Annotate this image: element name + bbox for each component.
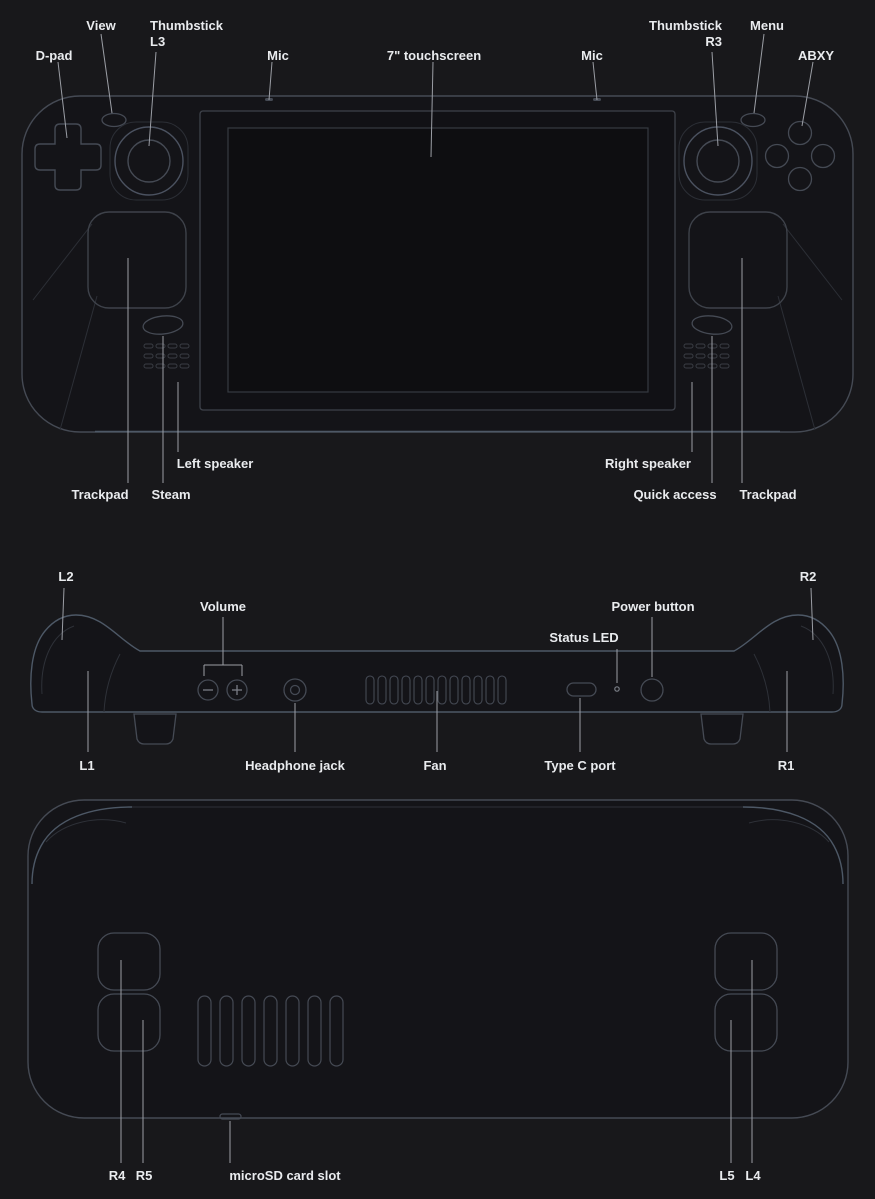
back-vent-slots xyxy=(197,995,344,1067)
power-button-shape xyxy=(640,678,664,702)
label-view: View xyxy=(86,18,116,33)
label-status-led: Status LED xyxy=(549,630,619,645)
trackpad-right-shape xyxy=(688,211,788,309)
label-r2: R2 xyxy=(799,569,817,584)
back-button-r4-shape xyxy=(97,932,161,991)
label-dpad: D-pad xyxy=(35,48,73,63)
label-thumbstick-l3-line1: Thumbstick xyxy=(150,18,223,33)
back-button-l5-shape xyxy=(714,993,778,1052)
back-device-body xyxy=(27,799,849,1119)
top-device-body xyxy=(30,614,844,713)
label-l1: L1 xyxy=(79,758,95,773)
label-r5: R5 xyxy=(135,1168,153,1183)
label-trackpad-right: Trackpad xyxy=(739,487,797,502)
label-right-speaker: Right speaker xyxy=(605,456,691,471)
label-power-button: Power button xyxy=(611,599,695,614)
label-thumbstick-l3-line2: L3 xyxy=(150,34,166,49)
label-menu: Menu xyxy=(750,18,784,33)
abxy-buttons-shape xyxy=(764,120,836,192)
label-l2: L2 xyxy=(58,569,74,584)
menu-button-shape xyxy=(740,112,766,128)
left-speaker-grille xyxy=(143,343,190,369)
label-left-speaker: Left speaker xyxy=(176,456,254,471)
label-touchscreen: 7" touchscreen xyxy=(386,48,482,63)
label-mic-right: Mic xyxy=(581,48,603,63)
type-c-port-shape xyxy=(566,682,597,697)
label-thumbstick-l3: Thumbstick L3 xyxy=(150,18,223,50)
label-thumbstick-r3-line2: R3 xyxy=(705,34,722,49)
steam-button-shape xyxy=(142,315,184,335)
volume-up-icon xyxy=(232,685,242,695)
label-microsd: microSD card slot xyxy=(229,1168,341,1183)
label-r1: R1 xyxy=(777,758,795,773)
volume-buttons-shape xyxy=(197,679,248,701)
microsd-slot-shape xyxy=(219,1113,242,1120)
label-mic-left: Mic xyxy=(267,48,289,63)
label-volume: Volume xyxy=(200,599,246,614)
touchscreen-shape xyxy=(199,110,676,411)
back-leader-lines xyxy=(120,960,753,1163)
label-l5: L5 xyxy=(719,1168,735,1183)
front-leader-lines xyxy=(57,33,814,483)
label-trackpad-left: Trackpad xyxy=(71,487,129,502)
label-thumbstick-r3: Thumbstick R3 xyxy=(649,18,722,50)
back-button-r5-shape xyxy=(97,993,161,1052)
label-quick-access: Quick access xyxy=(633,487,717,502)
label-headphone-jack: Headphone jack xyxy=(245,758,345,773)
top-thumbstick-caps xyxy=(133,713,744,745)
label-abxy: ABXY xyxy=(797,48,835,63)
label-l4: L4 xyxy=(745,1168,761,1183)
label-steam: Steam xyxy=(151,487,191,502)
quick-access-button-shape xyxy=(691,315,733,335)
status-led-shape xyxy=(614,686,620,692)
view-button-shape xyxy=(101,112,127,128)
label-r4: R4 xyxy=(108,1168,126,1183)
trackpad-left-shape xyxy=(87,211,187,309)
fan-grille-shape xyxy=(365,675,507,705)
label-thumbstick-r3-line1: Thumbstick xyxy=(649,18,722,33)
headphone-jack-shape xyxy=(283,678,307,702)
top-leader-lines xyxy=(61,587,814,752)
label-fan: Fan xyxy=(423,758,447,773)
back-button-l4-shape xyxy=(714,932,778,991)
label-type-c-port: Type C port xyxy=(544,758,616,773)
dpad-shape xyxy=(34,123,102,191)
